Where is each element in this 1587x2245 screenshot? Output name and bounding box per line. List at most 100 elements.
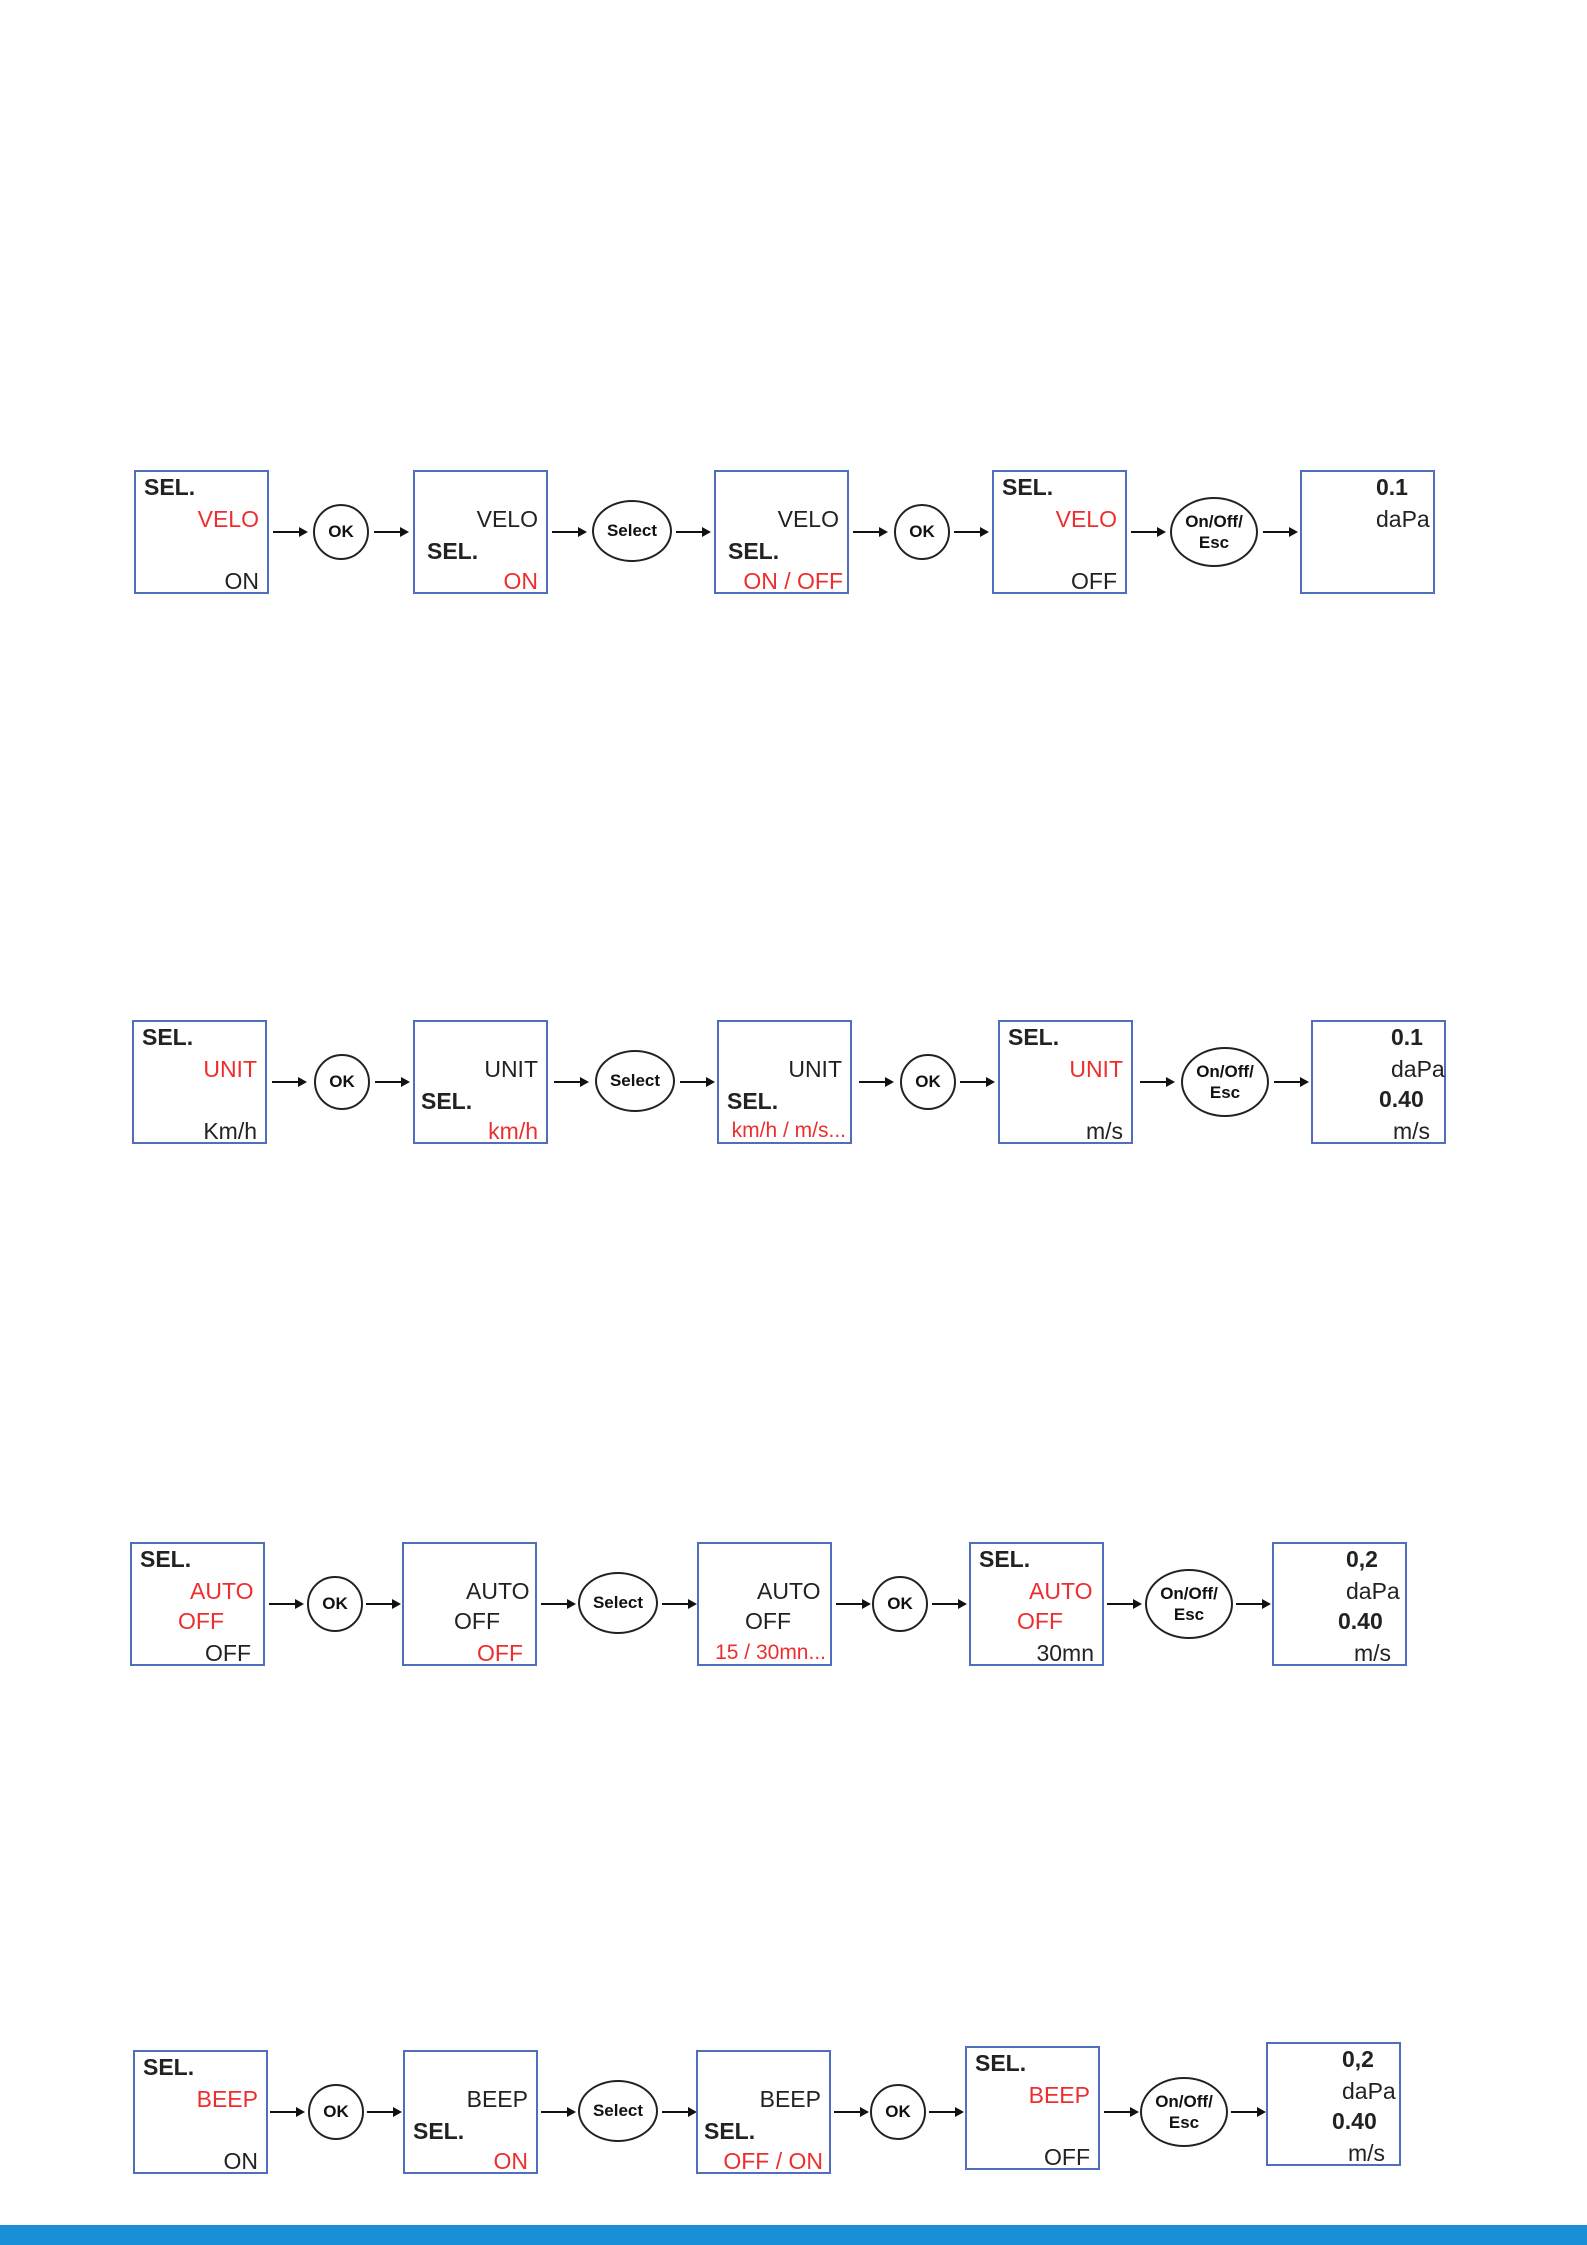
screen-beep-3: BEEP SEL. OFF / ON	[696, 2050, 831, 2174]
menu-item-state: OFF	[1017, 1608, 1063, 1634]
value-label: m/s	[1085, 1118, 1123, 1144]
arrow	[366, 1594, 402, 1614]
value-label: ON	[493, 2148, 529, 2174]
menu-item-label: AUTO	[190, 1578, 254, 1604]
arrow	[541, 1594, 577, 1614]
screen-measure: 0.1 daPa 0.40 m/s	[1311, 1020, 1446, 1144]
arrow	[676, 522, 712, 542]
arrow	[270, 2102, 306, 2122]
screen-measure: 0,2 daPa 0.40 m/s	[1266, 2042, 1401, 2166]
velocity-unit: m/s	[1347, 2140, 1385, 2166]
select-button[interactable]: Select	[592, 500, 672, 562]
sel-label: SEL.	[975, 2050, 1027, 2076]
pressure-unit: daPa	[1376, 506, 1430, 532]
value-label: ON	[503, 568, 539, 594]
menu-item-label: BEEP	[759, 2086, 821, 2112]
ok-button[interactable]: OK	[900, 1054, 956, 1110]
screen-unit-3: UNIT SEL. km/h / m/s...	[717, 1020, 852, 1144]
value-label: Km/h	[203, 1118, 257, 1144]
ok-button[interactable]: OK	[313, 504, 369, 560]
select-button[interactable]: Select	[578, 2080, 658, 2142]
menu-item-label: VELO	[777, 506, 839, 532]
arrow	[960, 1072, 996, 1092]
screen-beep-1: SEL. BEEP ON	[133, 2050, 268, 2174]
select-button[interactable]: Select	[595, 1050, 675, 1112]
value-label: OFF	[1071, 568, 1117, 594]
screen-unit-2: UNIT SEL. km/h	[413, 1020, 548, 1144]
ok-button[interactable]: OK	[308, 2084, 364, 2140]
flow-row-unit: SEL. UNIT Km/h OK UNIT SEL. km/h Select …	[0, 1020, 1587, 1170]
arrow	[1140, 1072, 1176, 1092]
arrow	[1131, 522, 1167, 542]
ok-button[interactable]: OK	[894, 504, 950, 560]
menu-item-label: AUTO	[1029, 1578, 1093, 1604]
pressure-value: 0,2	[1342, 2046, 1374, 2072]
screen-beep-4: SEL. BEEP OFF	[965, 2046, 1100, 2170]
arrow	[554, 1072, 590, 1092]
ok-button[interactable]: OK	[872, 1576, 928, 1632]
arrow	[374, 522, 410, 542]
ok-button[interactable]: OK	[870, 2084, 926, 2140]
arrow	[680, 1072, 716, 1092]
screen-velo-2: VELO SEL. ON	[413, 470, 548, 594]
value-label: OFF	[205, 1640, 251, 1666]
value-label: km/h	[488, 1118, 538, 1144]
arrow	[853, 522, 889, 542]
value-label: OFF	[477, 1640, 523, 1666]
velocity-value: 0.40	[1332, 2108, 1377, 2134]
flow-row-auto: SEL. AUTO OFF OFF OK AUTO OFF OFF Select…	[0, 1542, 1587, 1692]
screen-auto-2: AUTO OFF OFF	[402, 1542, 537, 1666]
velocity-value: 0.40	[1379, 1086, 1424, 1112]
select-button[interactable]: Select	[578, 1572, 658, 1634]
ok-button[interactable]: OK	[314, 1054, 370, 1110]
pressure-unit: daPa	[1346, 1578, 1400, 1604]
screen-measure: 0,2 daPa 0.40 m/s	[1272, 1542, 1407, 1666]
sel-label: SEL.	[979, 1546, 1031, 1572]
pressure-value: 0,2	[1346, 1546, 1378, 1572]
menu-item-label: BEEP	[1028, 2082, 1090, 2108]
sel-label: SEL.	[1008, 1024, 1060, 1050]
sel-label: SEL.	[427, 538, 479, 564]
footer-bar	[0, 2225, 1587, 2245]
arrow	[954, 522, 990, 542]
options-label: 15 / 30mn...	[715, 1641, 826, 1664]
ok-button[interactable]: OK	[307, 1576, 363, 1632]
velocity-value: 0.40	[1338, 1608, 1383, 1634]
value-label: ON	[224, 568, 260, 594]
sel-label: SEL.	[413, 2118, 465, 2144]
arrow	[1274, 1072, 1310, 1092]
arrow	[1236, 1594, 1272, 1614]
flow-row-beep: SEL. BEEP ON OK BEEP SEL. ON Select BEEP…	[0, 2042, 1587, 2200]
sel-label: SEL.	[144, 474, 196, 500]
screen-unit-4: SEL. UNIT m/s	[998, 1020, 1133, 1144]
sel-label: SEL.	[140, 1546, 192, 1572]
sel-label: SEL.	[142, 1024, 194, 1050]
velocity-unit: m/s	[1392, 1118, 1430, 1144]
arrow	[269, 1594, 305, 1614]
arrow	[552, 522, 588, 542]
options-label: OFF / ON	[723, 2148, 823, 2174]
menu-item-label: AUTO	[466, 1578, 530, 1604]
pressure-value: 0.1	[1376, 474, 1408, 500]
arrow	[662, 1594, 698, 1614]
screen-velo-3: VELO SEL. ON / OFF	[714, 470, 849, 594]
screen-auto-4: SEL. AUTO OFF 30mn	[969, 1542, 1104, 1666]
menu-item-label: BEEP	[196, 2086, 258, 2112]
arrow	[1107, 1594, 1143, 1614]
on-off-esc-button[interactable]: On/Off/ Esc	[1170, 497, 1258, 567]
screen-auto-1: SEL. AUTO OFF OFF	[130, 1542, 265, 1666]
flow-row-velo: SEL. VELO ON OK VELO SEL. ON Select VELO…	[0, 470, 1587, 620]
menu-item-label: VELO	[197, 506, 259, 532]
menu-item-label: AUTO	[757, 1578, 821, 1604]
arrow	[929, 2102, 965, 2122]
on-off-esc-button[interactable]: On/Off/ Esc	[1181, 1047, 1269, 1117]
arrow	[834, 2102, 870, 2122]
screen-velo-1: SEL. VELO ON	[134, 470, 269, 594]
arrow	[859, 1072, 895, 1092]
value-label: 30mn	[1036, 1640, 1094, 1666]
on-off-esc-button[interactable]: On/Off/ Esc	[1145, 1569, 1233, 1639]
arrow	[1231, 2102, 1267, 2122]
arrow	[273, 522, 309, 542]
sel-label: SEL.	[704, 2118, 756, 2144]
on-off-esc-button[interactable]: On/Off/ Esc	[1140, 2077, 1228, 2147]
